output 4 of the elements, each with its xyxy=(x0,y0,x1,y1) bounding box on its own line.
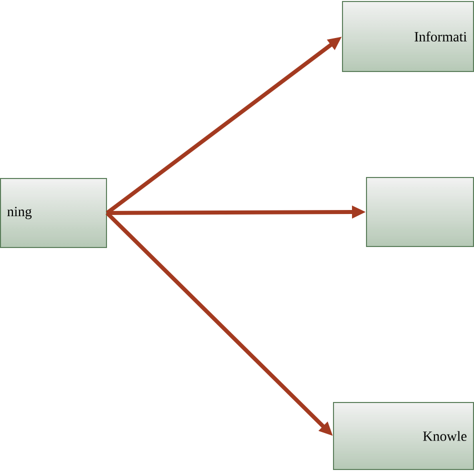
empty-box xyxy=(366,177,474,247)
text-box: Informati xyxy=(342,1,474,72)
text-box: ning xyxy=(0,178,107,248)
text-box: Knowle xyxy=(333,402,474,470)
